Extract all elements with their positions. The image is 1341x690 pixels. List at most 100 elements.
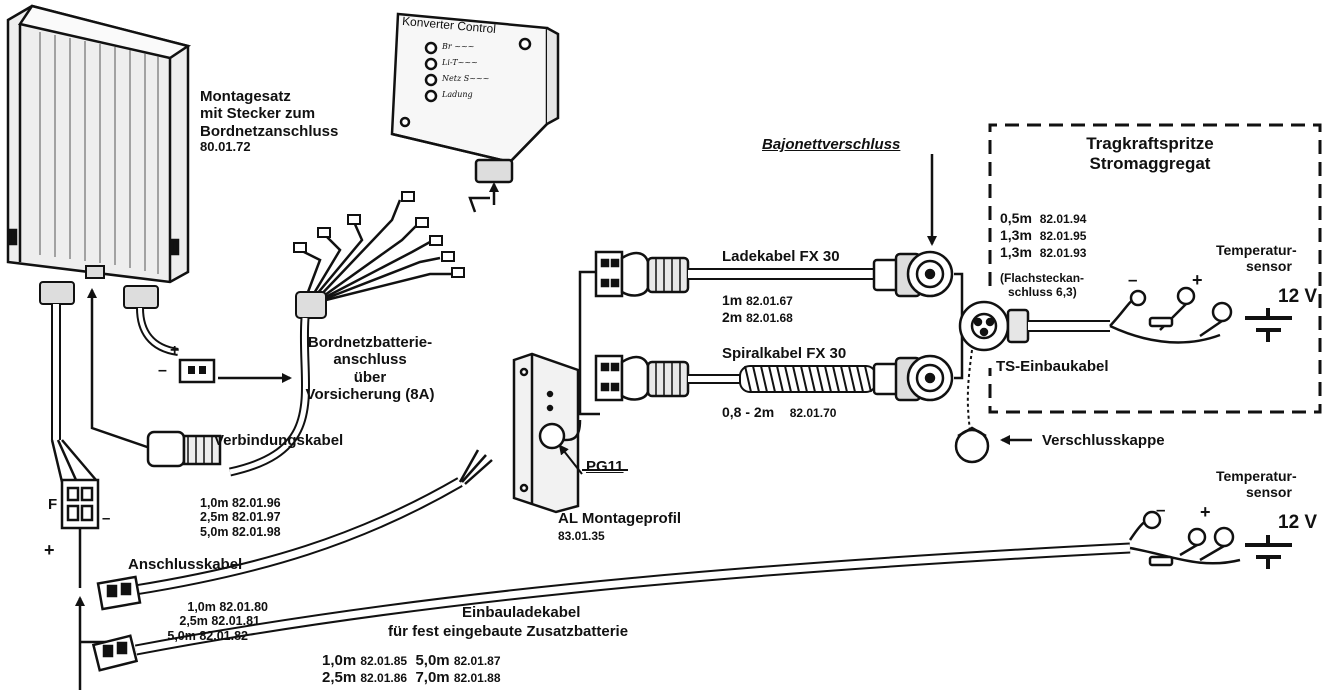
konverter-led-label-3: Netz S~~~ [442, 74, 490, 83]
einbauladekabel-code-3: 82.01.87 [453, 654, 501, 668]
voltage-top: 12 V [1278, 286, 1318, 307]
battery-symbol-top [1245, 308, 1292, 342]
einbauladekabel-codes: 1,0m 82.01.85 5,0m 82.01.87 2,5m 82.01.8… [322, 652, 501, 687]
ladekabel-code-2: 82.01.68 [746, 310, 793, 325]
anschlusskabel-codes: 1,0m 82.01.80 2,5m 82.01.81 5,0m 82.01.8… [140, 600, 268, 643]
ts-einbaukabel-label: TS-Einbaukabel [996, 358, 1109, 375]
einbauladekabel-line-1: Einbauladekabel [462, 604, 581, 621]
verbindungskabel-title: Verbindungskabel [214, 432, 344, 449]
voltage-bottom: 12 V [1278, 512, 1318, 533]
ts-len-1: 0,5m [1000, 210, 1032, 226]
spiralkabel-title: Spiralkabel FX 30 [722, 345, 847, 362]
ts-socket [958, 300, 1030, 352]
battery-symbol-bottom [1245, 535, 1292, 569]
bordnetz-line-1: Bordnetzbatterie- [307, 334, 433, 351]
fuse-f-label: F [48, 496, 58, 513]
einbauladekabel-len-1: 1,0m [322, 652, 357, 669]
temp-sensor-top-line-1: Temperatur- [1216, 242, 1297, 258]
ts-codes: 0,5m 82.01.94 1,3m 82.01.95 1,3m 82.01.9… [1000, 210, 1086, 260]
konverter-led-label-1: Br ~~~ [442, 42, 475, 51]
spiral-coil [739, 365, 877, 393]
flachstecker-line-1: (Flachsteckan- [1000, 271, 1085, 285]
ladekabel-title: Ladekabel FX 30 [722, 248, 840, 265]
montagesatz-label: Montagesatz mit Stecker zum Bordnetzansc… [200, 88, 338, 155]
bordnetz-line-2: anschluss [333, 351, 407, 369]
fuse-connector [60, 478, 100, 530]
einbauladekabel-len-4: 7,0m [415, 669, 450, 687]
temp-sensor-top: Temperatur- sensor [1216, 242, 1297, 274]
montagesatz-code: 80.01.72 [200, 138, 251, 154]
ts-minus: – [1128, 270, 1138, 289]
bordnetz-line-3: über [353, 368, 387, 386]
pg11-label: PG11 [586, 458, 624, 475]
bordnetz-minus: – [158, 362, 167, 379]
temp-sensor-bottom-line-2: sensor [1246, 484, 1292, 501]
al-montageprofil [512, 352, 580, 514]
montagesatz-line-1: Montagesatz [200, 88, 291, 105]
converter-unit [6, 4, 192, 284]
verbindungskabel-code-1: 1,0m 82.01.96 [200, 496, 281, 510]
einbauladekabel-code-1: 82.01.85 [360, 654, 408, 668]
einbauladekabel-code-4: 82.01.88 [453, 671, 501, 686]
einbauladekabel-len-3: 5,0m [415, 652, 450, 669]
ladekabel-connector-left [594, 250, 690, 298]
verschlusskappe [954, 426, 990, 464]
bordnetz-label: Bordnetzbatterie- anschluss über Vorsich… [270, 334, 470, 403]
konverter-led-label-4: Ladung [442, 90, 473, 99]
einbauladekabel-plug [91, 634, 139, 672]
einbauladekabel-code-2: 82.01.86 [360, 671, 408, 686]
montagesatz-line-2: mit Stecker zum [200, 105, 316, 123]
bajonett-label: Bajonettverschluss [762, 136, 901, 153]
verbindungskabel-code-3: 5,0m 82.01.98 [200, 524, 281, 539]
ladekabel-codes: 1m 82.01.67 2m 82.01.68 [722, 292, 793, 326]
tragkraft-line-1: Tragkraftspritze [1086, 134, 1214, 153]
tragkraft-label: Tragkraftspritze Stromaggregat [1050, 134, 1250, 173]
ladekabel-code-1: 82.01.67 [746, 294, 793, 308]
ts-len-3: 1,3m [1000, 243, 1032, 260]
bordnetz-line-4: Vorsicherung (8A) [305, 385, 435, 403]
konverter-control-box [390, 12, 560, 184]
fuse-plus-label: + [44, 540, 55, 560]
temp-sensor-top-line-2: sensor [1246, 258, 1292, 275]
flachstecker-line-2: schluss 6,3) [1008, 284, 1077, 299]
verbindungskabel-codes: 1,0m 82.01.96 2,5m 82.01.97 5,0m 82.01.9… [200, 496, 281, 539]
temp-sensor-bottom-line-1: Temperatur- [1216, 468, 1297, 484]
anschlusskabel-plug [96, 575, 142, 611]
einbauladekabel-line-2: für fest eingebaute Zusatzbatterie [388, 623, 629, 640]
ts-len-2: 1,3m [1000, 226, 1032, 243]
anschlusskabel-code-3: 5,0m 82.01.82 [167, 628, 248, 643]
montagesatz-line-3: Bordnetzanschluss [200, 122, 339, 140]
flachstecker-label: (Flachsteckan- schluss 6,3) [1000, 271, 1085, 300]
spiralkabel-code: 82.01.70 [789, 406, 837, 420]
bottom-minus: – [1156, 500, 1166, 519]
konverter-led-label-2: Li-T~~~ [442, 58, 478, 67]
anschlusskabel-title: Anschlusskabel [128, 556, 243, 573]
verbindungskabel-code-2: 2,5m 82.01.97 [200, 510, 281, 525]
spiralkabel-codes: 0,8 - 2m 82.01.70 [722, 404, 836, 421]
spiralkabel-connector-left [594, 354, 690, 402]
anschlusskabel-code-1: 1,0m 82.01.80 [187, 600, 268, 614]
fuse-minus-label: – [102, 510, 111, 527]
ts-dashed-box [988, 123, 1322, 414]
ts-plus: + [1192, 270, 1203, 290]
tragkraft-line-2: Stromaggregat [1089, 153, 1211, 173]
ts-code-3: 82.01.93 [1039, 245, 1087, 260]
bottom-ring-terminals [1128, 510, 1241, 567]
ladekabel-bayonet-right [872, 250, 954, 298]
einbauladekabel-len-2: 2,5m [322, 669, 357, 687]
ladekabel-len-1: 1m [722, 292, 743, 308]
bordnetz-plus: + [170, 342, 180, 359]
spiralkabel-len: 0,8 - 2m [722, 404, 775, 420]
ladekabel-len-2: 2m [722, 308, 743, 325]
bottom-plus: + [1200, 502, 1211, 522]
al-montageprofil-code: 83.01.35 [558, 529, 605, 543]
ts-code-2: 82.01.95 [1039, 228, 1087, 243]
bordnetz-plug [178, 358, 216, 384]
al-montageprofil-title: AL Montageprofil [558, 510, 682, 527]
verbindungskabel-plug [146, 430, 222, 468]
spiralkabel-bayonet-right [872, 354, 954, 402]
anschlusskabel-code-2: 2,5m 82.01.81 [179, 614, 260, 629]
temp-sensor-bottom: Temperatur- sensor [1216, 468, 1297, 500]
ts-code-1: 82.01.94 [1039, 212, 1087, 226]
